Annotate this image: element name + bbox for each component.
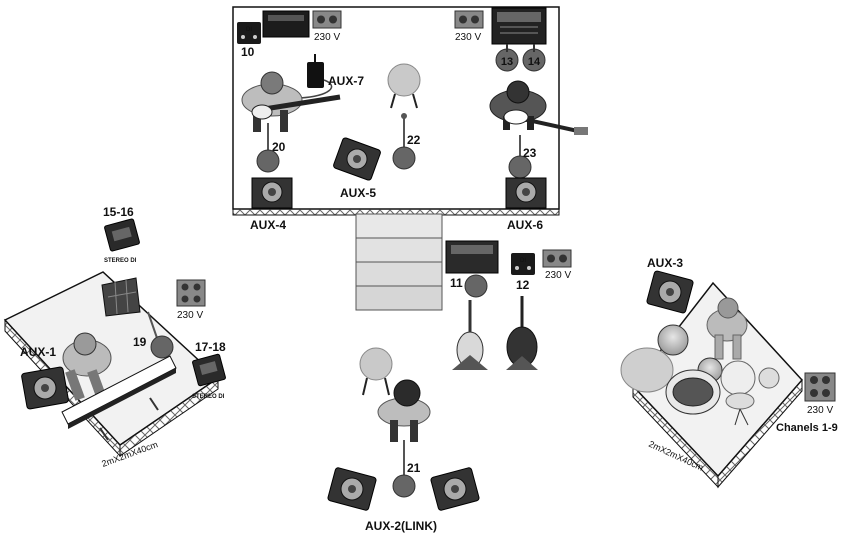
power-label-top-right: 230 V xyxy=(455,32,481,43)
wedge-aux1 xyxy=(21,366,69,410)
mic-21 xyxy=(392,440,416,498)
power-label-guitar: 230 V xyxy=(545,270,571,281)
channel-12-label: 12 xyxy=(516,278,530,292)
channel-11-label: 11 xyxy=(450,276,463,290)
wedge-aux5 xyxy=(333,137,381,181)
mic-22 xyxy=(392,113,416,170)
stereo-di-17-18 xyxy=(192,353,226,387)
stereo-di-label-2: STEREO DI xyxy=(192,394,225,400)
power-outlet-drums xyxy=(804,372,836,402)
channel-21-label: 21 xyxy=(407,461,421,475)
electric-guitar-stand xyxy=(452,300,488,370)
channel-10-label: 10 xyxy=(241,45,255,59)
aux5-label: AUX-5 xyxy=(340,186,376,200)
aux1-label: AUX-1 xyxy=(20,345,56,359)
aux3-label: AUX-3 xyxy=(647,256,683,270)
di-box-10: DI xyxy=(237,22,261,44)
wedge-aux3 xyxy=(646,270,694,314)
power-outlet-top-left xyxy=(312,10,342,29)
wedge-aux6 xyxy=(505,177,547,209)
mic-20 xyxy=(256,123,280,173)
channel-19-label: 19 xyxy=(133,335,147,349)
aux4-label: AUX-4 xyxy=(250,218,286,232)
guitarist-right xyxy=(489,80,588,135)
channel-23-label: 23 xyxy=(523,146,537,160)
power-label-keys: 230 V xyxy=(177,310,203,321)
stool-center xyxy=(387,63,421,109)
svg-text:DI: DI xyxy=(520,258,526,264)
stage-steps xyxy=(355,213,443,311)
aux7-label: AUX-7 xyxy=(328,74,364,88)
channel-22-label: 22 xyxy=(407,133,421,147)
wedge-aux2-right xyxy=(430,467,480,511)
stereo-di-15-16 xyxy=(104,218,140,252)
mic-11 xyxy=(464,274,488,298)
power-label-drums: 230 V xyxy=(807,405,833,416)
acoustic-guitar-stand xyxy=(506,296,538,370)
singer-front xyxy=(377,379,431,442)
drummer xyxy=(706,297,748,360)
power-label-top-left: 230 V xyxy=(314,32,340,43)
guitarist-left xyxy=(241,71,341,132)
drum-channels-label: Chanels 1-9 xyxy=(776,422,838,434)
aux2-label: AUX-2(LINK) xyxy=(365,519,437,533)
mic-13: 13 xyxy=(495,44,519,72)
mic-19 xyxy=(147,311,174,359)
mic-23 xyxy=(508,135,532,179)
di-box-12: DI xyxy=(511,253,535,275)
channel-15-16-label: 15-16 xyxy=(103,205,134,219)
power-outlet-keys xyxy=(176,279,206,307)
guitar-amp-left xyxy=(262,10,310,38)
aux6-label: AUX-6 xyxy=(507,218,543,232)
keyboard-amp xyxy=(101,277,141,317)
mic-14: 14 xyxy=(522,44,546,72)
stool-front xyxy=(359,347,393,396)
stereo-di-label-1: STEREO DI xyxy=(104,258,137,264)
power-outlet-guitar xyxy=(542,249,572,268)
power-outlet-top-right xyxy=(454,10,484,29)
drum-kit xyxy=(620,324,780,426)
channel-20-label: 20 xyxy=(272,140,286,154)
keyboard xyxy=(61,355,177,441)
wedge-aux2-left xyxy=(327,467,377,511)
channel-17-18-label: 17-18 xyxy=(195,340,226,354)
wedge-aux4 xyxy=(251,177,293,209)
guitar-amp-right xyxy=(491,7,547,45)
channel-13-label: 13 xyxy=(501,56,513,68)
iem-pack-aux7 xyxy=(299,54,333,99)
bass-amp-11 xyxy=(445,240,499,274)
svg-text:DI: DI xyxy=(246,27,252,33)
channel-14-label: 14 xyxy=(528,56,541,68)
